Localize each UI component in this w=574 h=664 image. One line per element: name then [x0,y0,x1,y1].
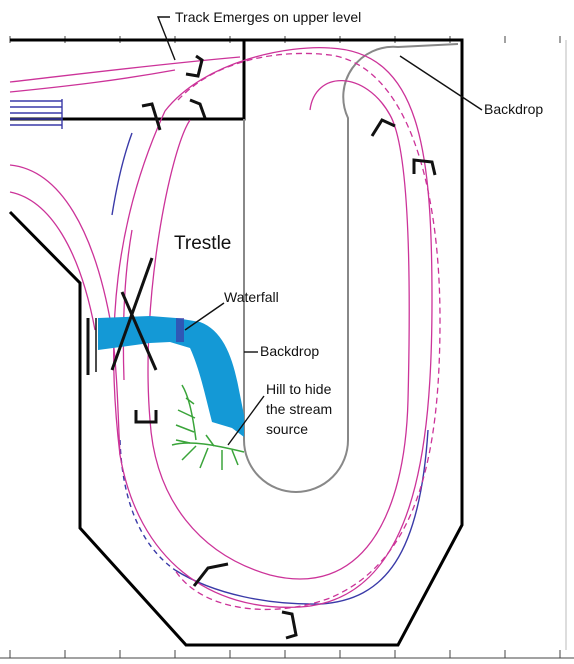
benchwork-top-edge [8,38,464,647]
label-backdrop-top: Backdrop [484,101,543,117]
leader-track-emerges [156,16,176,61]
bridge-bracket-icon [412,158,437,176]
label-track-emerges: Track Emerges on upper level [175,9,361,25]
bridge-bracket-icon [189,98,207,119]
hidden-track-bottom [174,429,429,605]
backdrop-u-shape [243,43,459,493]
bridge-bracket-icon [370,118,396,137]
upper-level-lead-2 [9,69,176,93]
bridge-bracket-icon [141,102,162,131]
bridge-bracket-icon [192,562,229,587]
label-trestle: Trestle [174,233,231,254]
left-curve-inner [9,191,96,331]
hill-to-hide-stream-source [171,384,245,470]
label-hill-line-3: source [266,421,308,437]
bridge-bracket-icon [281,610,298,640]
hidden-track-upper [111,132,133,216]
upper-level-lead-1 [9,56,241,83]
grid-ticks [0,36,574,659]
bridge-bracket-icon [134,410,158,424]
leader-hill [227,395,265,446]
bridge-bracket-icon [185,54,204,78]
waterfall-mark [176,318,184,342]
label-waterfall: Waterfall [224,289,279,305]
trestle-beam-2 [120,291,158,371]
hidden-track-lower-dashed [119,439,176,571]
bridge-brackets [134,54,437,640]
leader-backdrop-top [399,55,483,111]
label-hill-line-2: the stream [266,401,332,417]
stream-body [98,316,244,437]
left-curve-outer [9,164,121,456]
label-hill-line-1: Hill to hide [266,381,332,397]
backdrop [243,43,459,493]
leader-lines [156,16,483,446]
benchwork-outline [8,38,464,647]
dashed-outer-loop [174,52,441,611]
label-backdrop-center: Backdrop [260,343,319,359]
trestle [86,257,158,375]
outer-loop [112,46,433,608]
stream [98,316,244,437]
leader-waterfall [184,302,225,331]
